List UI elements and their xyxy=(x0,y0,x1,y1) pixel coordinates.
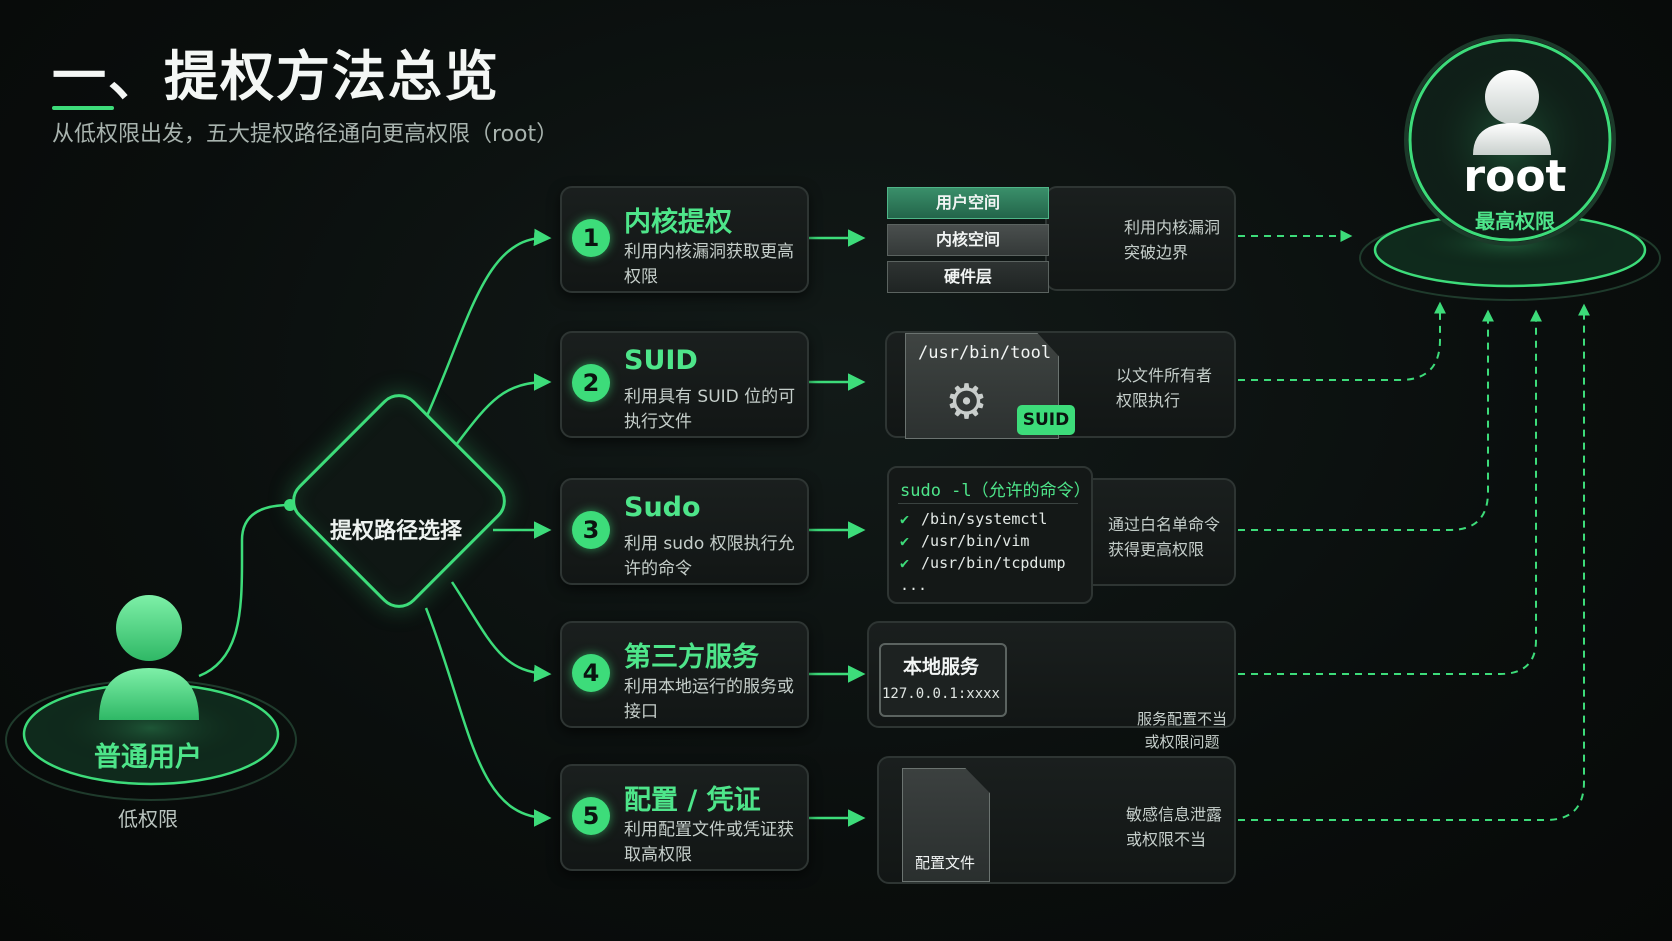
local-service-box xyxy=(879,643,1007,717)
connector-hub-2 xyxy=(455,373,552,446)
start-platform xyxy=(5,679,297,801)
local-service-title: 本地服务 xyxy=(902,656,979,678)
connector-hub-5 xyxy=(424,607,552,827)
checkmark-icon: ✔ xyxy=(900,532,910,550)
layer-kernel-space: 内核空间 xyxy=(887,224,1049,256)
layer-hardware: 硬件层 xyxy=(887,261,1049,293)
sudo-entry: ✔/usr/bin/tcpdump xyxy=(900,554,1066,572)
method-desc: 利用本地运行的服务或接口 xyxy=(624,677,794,722)
checkmark-icon: ✔ xyxy=(900,554,910,572)
kernel-note: 利用内核漏洞突破边界 xyxy=(1124,218,1221,262)
method-desc: 利用配置文件或凭证获取高权限 xyxy=(624,820,794,865)
layer-user-space: 用户空间 xyxy=(887,187,1049,219)
sudo-terminal-panel xyxy=(887,466,1093,604)
start-label: 普通用户 xyxy=(94,742,202,773)
kernel-detail-card xyxy=(1045,186,1236,291)
config-file-icon xyxy=(902,768,990,882)
suid-badge: SUID xyxy=(1017,405,1075,435)
method-title: Sudo xyxy=(624,492,701,523)
suid-file-path: /usr/bin/tool xyxy=(918,343,1052,363)
method-title: 内核提权 xyxy=(624,207,732,238)
method-card-suid[interactable]: 2 SUID 利用具有 SUID 位的可执行文件 xyxy=(560,331,809,438)
checkmark-icon: ✔ xyxy=(900,510,910,528)
dashed-path-4 xyxy=(1238,309,1542,675)
method-desc: 利用 sudo 权限执行允许的命令 xyxy=(624,534,795,579)
suid-note: 以文件所有者权限执行 xyxy=(1116,366,1213,410)
start-caption: 低权限 xyxy=(118,807,178,831)
method-title: 配置 / 凭证 xyxy=(624,785,761,816)
user-icon xyxy=(99,595,199,720)
method-title: 第三方服务 xyxy=(624,642,759,673)
config-file-label: 配置文件 xyxy=(914,854,975,872)
config-note: 敏感信息泄露或权限不当 xyxy=(1126,805,1223,849)
method-title: SUID xyxy=(624,345,698,376)
sudo-entry: ✔/bin/systemctl xyxy=(900,510,1048,528)
connector-user-hub xyxy=(198,503,291,678)
page-title: 一、提权方法总览 xyxy=(52,45,500,108)
sudo-note: 通过白名单命令获得更高权限 xyxy=(1108,515,1221,559)
method-card-config[interactable]: 5 配置 / 凭证 利用配置文件或凭证获取高权限 xyxy=(560,764,809,871)
method-number: 3 xyxy=(572,511,610,549)
connector-hub-4 xyxy=(450,581,552,683)
method-card-service[interactable]: 4 第三方服务 利用本地运行的服务或接口 xyxy=(560,621,809,728)
page-subtitle: 从低权限出发，五大提权路径通向更高权限（root） xyxy=(52,122,559,147)
gear-icon: ⚙ xyxy=(945,374,989,430)
divider xyxy=(898,503,1078,504)
method-card-sudo[interactable]: 3 Sudo 利用 sudo 权限执行允许的命令 xyxy=(560,478,809,585)
local-service-address: 127.0.0.1:xxxx xyxy=(881,686,1000,702)
connector-hub-1 xyxy=(424,228,552,419)
method-number: 2 xyxy=(572,364,610,402)
method-number: 4 xyxy=(572,654,610,692)
dashed-path-3 xyxy=(1238,309,1494,531)
root-caption: 最高权限 xyxy=(1475,209,1555,233)
method-number: 1 xyxy=(572,219,610,257)
title-underline xyxy=(52,106,114,110)
service-note: 服务配置不当或权限问题 xyxy=(1136,710,1227,751)
method-card-kernel[interactable]: 1 内核提权 利用内核漏洞获取更高权限 xyxy=(560,186,809,293)
sudo-entry: ✔/usr/bin/vim xyxy=(900,532,1030,550)
method-number: 5 xyxy=(572,797,610,835)
hub-label: 提权路径选择 xyxy=(330,519,463,544)
sudo-more: ... xyxy=(900,576,928,594)
method-desc: 利用具有 SUID 位的可执行文件 xyxy=(624,387,796,432)
dashed-path-2 xyxy=(1238,301,1446,381)
root-label: root xyxy=(1463,151,1567,202)
dashed-path-5 xyxy=(1238,303,1590,821)
sudo-command: sudo -l（允许的命令） xyxy=(900,481,1091,501)
root-user-icon xyxy=(1473,70,1551,155)
method-desc: 利用内核漏洞获取更高权限 xyxy=(624,242,794,287)
